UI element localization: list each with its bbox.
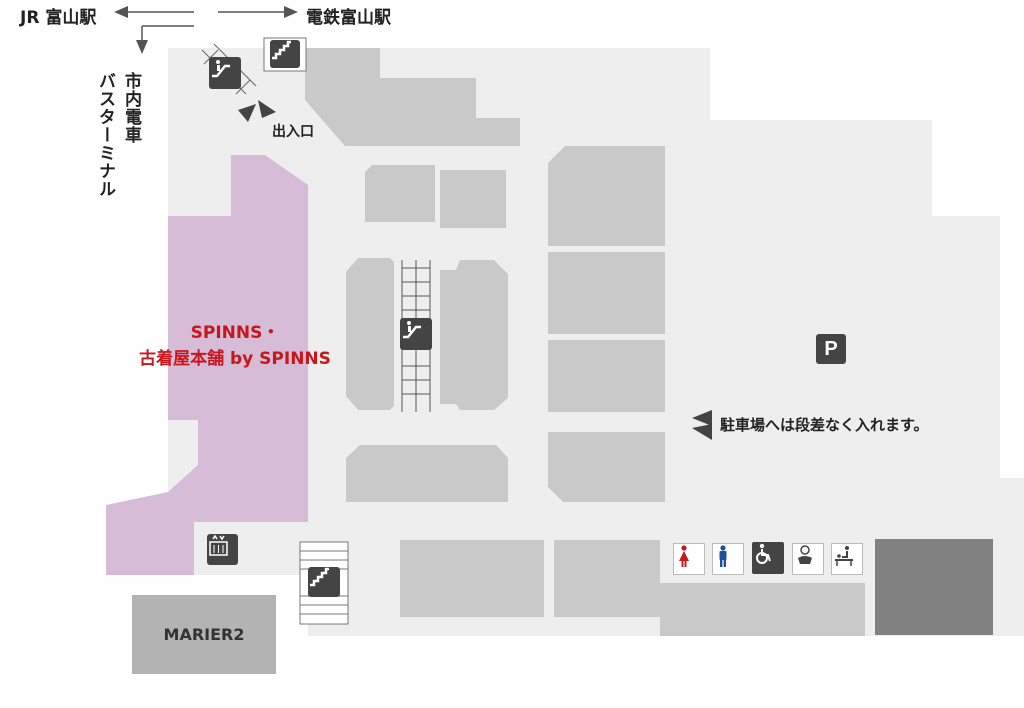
- parking-arrows: [692, 410, 712, 440]
- store-area-spinns: [106, 155, 308, 575]
- marier2-label: MARIER2: [163, 625, 245, 644]
- building-block: [440, 170, 506, 228]
- escalator-icon: [209, 57, 241, 89]
- store-name-spinns: SPINNS・ 古着屋本舗 by SPINNS: [110, 320, 360, 372]
- building-block: [365, 165, 435, 222]
- escalator-icon: [400, 318, 432, 350]
- building-block: [400, 540, 544, 617]
- building-block: [660, 583, 865, 636]
- stairs-icon: [270, 40, 300, 68]
- building-block: [305, 48, 520, 146]
- building-block: [548, 252, 665, 334]
- store-name-line2: 古着屋本舗 by SPINNS: [139, 349, 331, 369]
- marier2-block: [132, 595, 276, 674]
- building-block-dark: [875, 539, 993, 635]
- store-name-line1: SPINNS・: [190, 323, 280, 343]
- womens-restroom-icon: [673, 543, 705, 575]
- wheelchair-icon: [752, 542, 784, 574]
- parking-note: 駐車場へは段差なく入れます。: [720, 416, 929, 434]
- diaper-changing-icon: [831, 543, 863, 575]
- tram-label: 市内電車: [121, 72, 141, 144]
- bus-terminal-label: バスターミナル: [95, 72, 115, 198]
- building-block: [440, 260, 508, 410]
- tetsudo-station-label: 電鉄富山駅: [306, 8, 391, 28]
- baby-care-icon: [792, 543, 824, 575]
- building-block: [346, 258, 394, 410]
- entrance-arrows: [238, 100, 276, 122]
- stairs-icon: [308, 567, 340, 597]
- building-block: [548, 432, 665, 502]
- entrance-label: 出入口: [272, 124, 314, 140]
- building-block: [548, 340, 665, 412]
- elevator-icon: [207, 534, 238, 565]
- parking-icon: P: [816, 334, 846, 364]
- jr-station-label: JR 富山駅: [20, 8, 97, 28]
- building-block: [548, 146, 665, 246]
- building-block: [346, 445, 508, 502]
- mens-restroom-icon: [712, 543, 744, 575]
- building-block: [554, 540, 660, 617]
- parking-symbol: P: [824, 337, 838, 360]
- direction-arrows: [114, 6, 298, 54]
